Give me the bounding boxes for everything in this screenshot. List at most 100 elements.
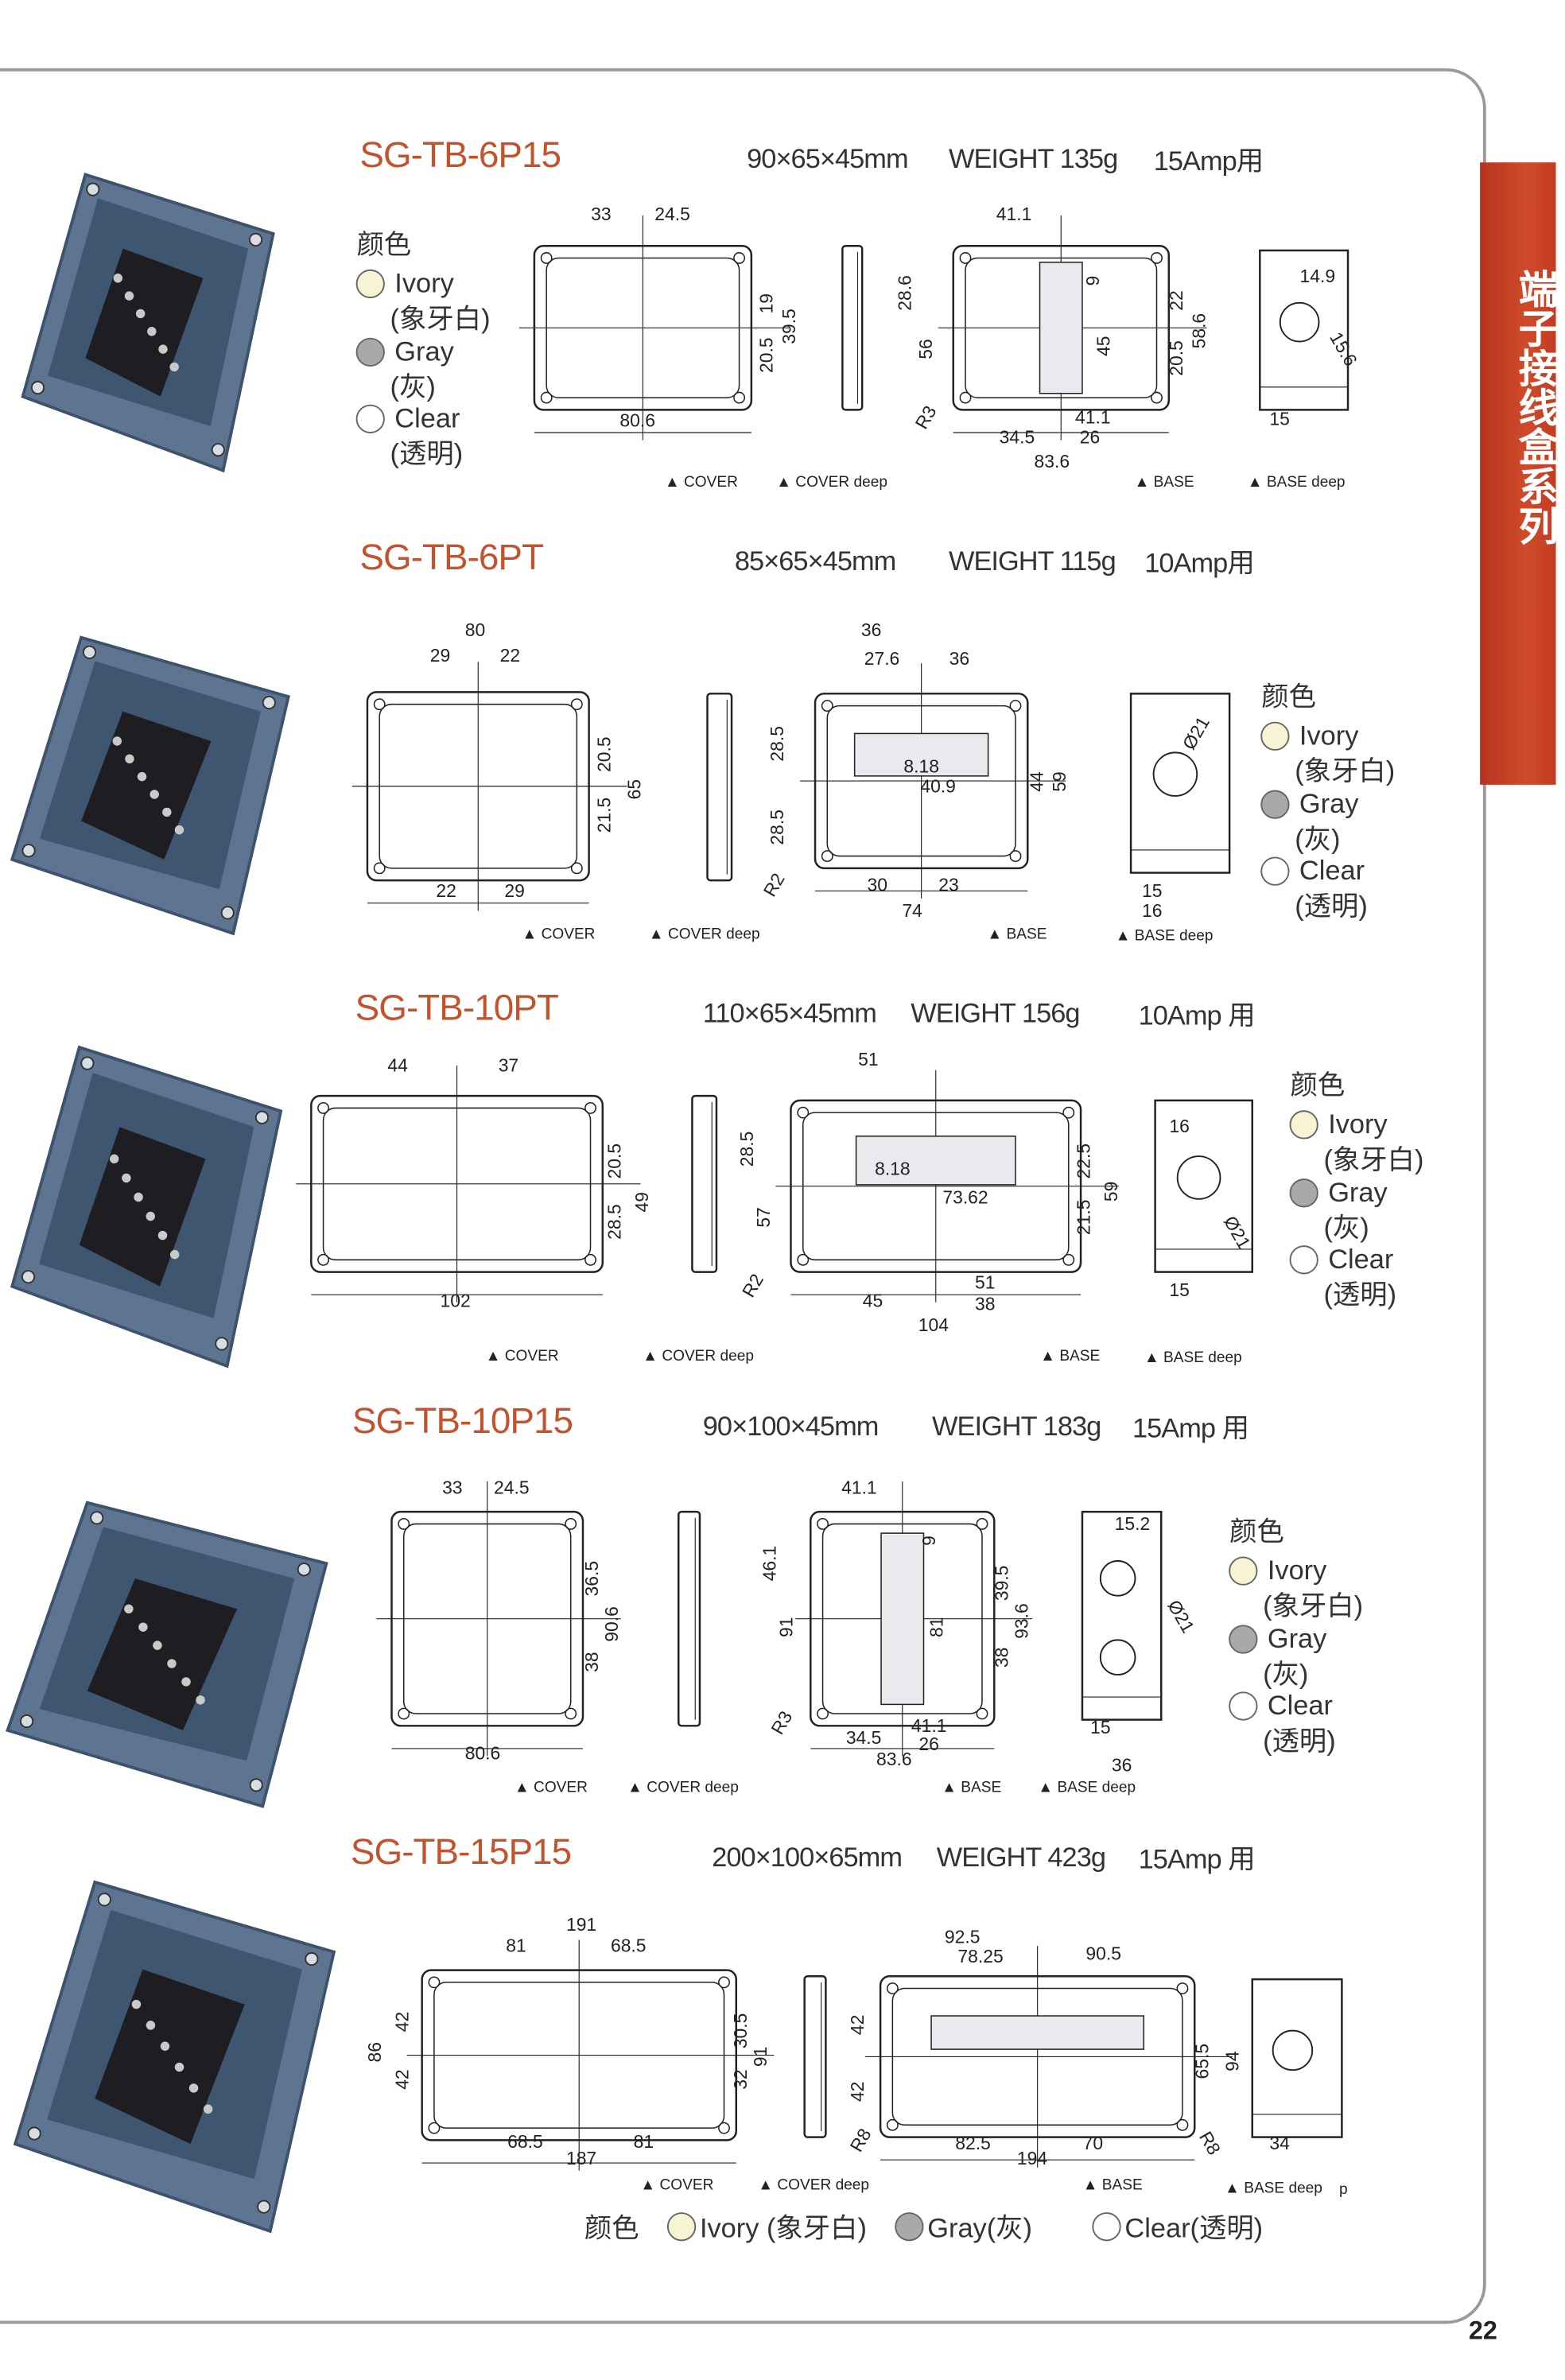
product-model: SG-TB-6P15 — [359, 134, 561, 177]
dimension-label: 20.5 — [604, 1143, 626, 1179]
color-name: Clear — [1328, 1244, 1394, 1275]
dimension-label: 28.5 — [736, 1131, 758, 1167]
product-size: 90×65×45mm — [747, 143, 908, 174]
dimension-label: 8.18 — [903, 755, 939, 778]
product-amp-rating: 10Amp用 — [1144, 548, 1254, 579]
dimension-label: 74 — [902, 899, 922, 922]
dimension-label: 102 — [440, 1290, 471, 1312]
product-weight: WEIGHT 115g — [949, 545, 1116, 577]
dimension-label: 23 — [938, 874, 959, 896]
dimension-label: 28.5 — [604, 1204, 626, 1240]
product-amp-rating: 15Amp用 — [1153, 146, 1264, 177]
dimension-label: 73.62 — [942, 1186, 988, 1209]
view-label: ▲ COVER deep — [776, 474, 887, 491]
dimension-label: 22 — [436, 880, 456, 902]
dimension-label: 94 — [1221, 2051, 1244, 2071]
color-name-cn: (透明) — [1263, 1726, 1336, 1757]
color-swatch-gray — [1260, 789, 1290, 818]
dimension-label: 39.5 — [779, 309, 800, 344]
drawing-base — [795, 1481, 1032, 1757]
drawing-base-cover-deep — [1259, 249, 1349, 411]
color-swatch-gray — [355, 336, 385, 367]
dimension-label: 37 — [498, 1054, 519, 1077]
dimension-label: 83.6 — [1034, 450, 1070, 472]
dimension-label: 15 — [1169, 1279, 1190, 1301]
color-heading: 颜色 — [584, 2213, 639, 2244]
dimension-label: 191 — [565, 1913, 597, 1935]
dimension-label: 9 — [918, 1536, 940, 1546]
dimension-label: 41.1 — [1075, 406, 1111, 429]
dimension-label: 39.5 — [991, 1565, 1013, 1602]
dimension-label: 194 — [1016, 2147, 1048, 2169]
color-name: Clear — [1267, 1690, 1333, 1721]
product-size: 200×100×65mm — [712, 1842, 903, 1873]
dimension-label: 42 — [847, 2014, 868, 2036]
dimension-label: 14.9 — [1299, 266, 1336, 287]
drawing-cover-deep — [841, 244, 864, 411]
color-name-cn: (象牙白) — [1263, 1590, 1364, 1621]
color-swatch-ivory — [355, 269, 385, 299]
color-name: Clear(透明) — [1124, 2213, 1264, 2244]
dimension-label: 15 — [1269, 408, 1290, 430]
dimension-label: 51 — [858, 1048, 879, 1070]
color-name-cn: (灰) — [390, 371, 436, 402]
view-label: ▲ COVER deep — [643, 1348, 754, 1365]
dimension-label: 21.5 — [1073, 1199, 1095, 1236]
color-heading: 颜色 — [356, 229, 412, 260]
dimension-label: 44 — [387, 1054, 408, 1077]
dimension-label: 15 — [1090, 1716, 1111, 1738]
dimension-label: 58.6 — [1188, 313, 1210, 349]
dimension-label: 27.6 — [864, 648, 900, 670]
view-label: ▲ COVER — [664, 474, 738, 491]
dimension-label: 51 — [975, 1272, 996, 1294]
dimension-label: 26 — [1079, 426, 1101, 448]
dimension-label: 40.9 — [920, 775, 956, 798]
drawing-base — [865, 1946, 1233, 2168]
dimension-label: 57 — [752, 1207, 775, 1228]
product-amp-rating: 15Amp 用 — [1132, 1413, 1249, 1444]
view-label: ▲ COVER — [485, 1348, 559, 1365]
dimension-label: 20.5 — [1165, 340, 1187, 376]
view-label: ▲ BASE — [987, 926, 1047, 944]
dimension-label: 21.5 — [593, 797, 616, 833]
drawing-base-cover-deep — [1154, 1099, 1254, 1273]
dimension-label: 82.5 — [955, 2132, 991, 2154]
drawing-base — [938, 215, 1207, 441]
dimension-label: 38 — [581, 1652, 603, 1672]
dimension-label: 26 — [918, 1733, 939, 1755]
dimension-label: 16 — [1169, 1115, 1190, 1137]
color-name: Clear — [394, 402, 460, 433]
color-swatch-clear — [1229, 1691, 1258, 1721]
page-frame — [0, 68, 1486, 2324]
dimension-label: 30 — [867, 874, 888, 896]
footer-mark: p — [1338, 2181, 1348, 2199]
view-label: ▲ COVER — [640, 2177, 714, 2195]
color-swatch-clear — [355, 404, 385, 433]
side-tab-text: 端子接线盒系列 — [1512, 268, 1558, 545]
color-name: Clear — [1299, 855, 1365, 886]
color-name: Ivory — [1299, 720, 1359, 751]
color-swatch-clear — [1260, 856, 1290, 886]
dimension-label: 81 — [633, 2130, 654, 2153]
color-swatch-gray — [1229, 1624, 1258, 1653]
product-model: SG-TB-6PT — [359, 537, 544, 579]
product-model: SG-TB-15P15 — [350, 1831, 572, 1873]
view-label: ▲ BASE — [1040, 1348, 1101, 1365]
color-swatch — [895, 2212, 924, 2242]
side-tab: 端子接线盒系列 — [1480, 162, 1557, 785]
dimension-label: 36 — [860, 619, 882, 641]
dimension-label: 36 — [949, 648, 970, 670]
color-heading: 颜色 — [1229, 1516, 1284, 1547]
product-size: 85×65×45mm — [734, 545, 896, 577]
dimension-label: 80 — [464, 619, 486, 641]
view-label: ▲ BASE deep — [1247, 474, 1346, 491]
view-label: ▲ COVER — [522, 926, 596, 944]
drawing-base — [799, 663, 1066, 899]
product-model: SG-TB-10P15 — [351, 1400, 573, 1442]
color-swatch-ivory — [1289, 1110, 1318, 1140]
view-label: ▲ BASE — [1134, 474, 1194, 491]
dimension-label: 22 — [1165, 290, 1187, 311]
dimension-label: 45 — [1093, 336, 1115, 356]
color-name: Gray — [1267, 1622, 1327, 1653]
